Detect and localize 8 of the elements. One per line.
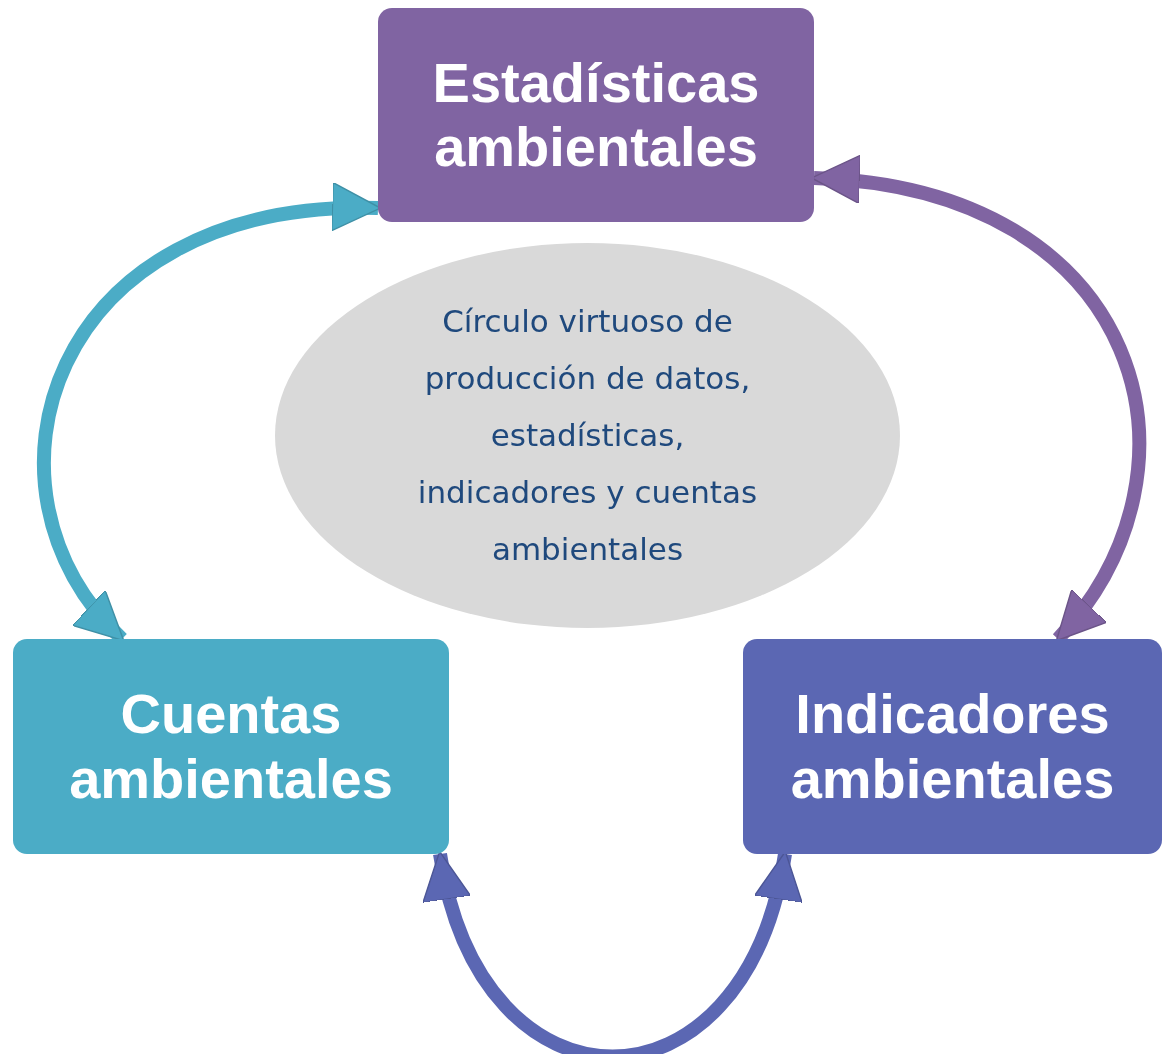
node-label: Indicadores ambientales	[789, 682, 1116, 811]
curved-double-arrow	[426, 850, 799, 1054]
node-label: Círculo virtuoso de producción de datos, estadísticas, indicadores y cuentas ambientales	[416, 302, 759, 569]
node-label: Estadísticas ambientales	[431, 50, 761, 180]
node-label: Cuentas ambientales	[68, 682, 394, 811]
process-box	[743, 639, 1162, 854]
process-box	[378, 8, 814, 222]
process-box	[13, 639, 449, 854]
